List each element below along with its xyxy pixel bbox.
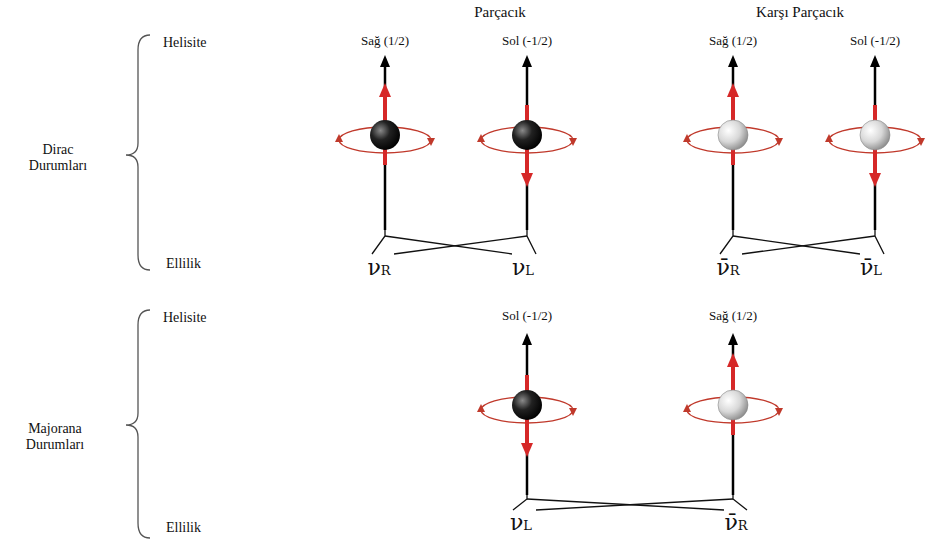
- chirality-line: [720, 230, 733, 254]
- particle-ball: [370, 120, 400, 150]
- particle-figure: [477, 55, 577, 230]
- rotation-arrowhead: [775, 408, 783, 416]
- axis-label: Ellilik: [166, 256, 201, 272]
- chirality-line: [733, 495, 747, 510]
- chirality-line: [733, 236, 860, 254]
- helicity-label: Sol (-1/2): [502, 34, 552, 49]
- rotation-arrowhead: [335, 134, 343, 142]
- neutrino-symbol: ν̄L: [860, 255, 882, 281]
- helicity-label: Sağ (1/2): [361, 34, 409, 49]
- curly-brace: [126, 35, 150, 270]
- axis-label: Ellilik: [166, 520, 201, 536]
- rotation-arrowhead: [427, 138, 435, 146]
- curly-brace: [126, 310, 150, 538]
- helicity-label: Sol (-1/2): [502, 309, 552, 324]
- momentum-arrowhead: [380, 55, 390, 67]
- momentum-arrowhead: [728, 333, 738, 345]
- rotation-arrowhead: [683, 404, 691, 412]
- chirality-line: [385, 236, 512, 254]
- chirality-line: [527, 230, 536, 254]
- particle-figure: [335, 55, 435, 230]
- column-heading: Karşı Parçacık: [756, 4, 844, 21]
- rotation-arrowhead: [569, 138, 577, 146]
- spin-arrowhead: [727, 83, 739, 97]
- spin-arrowhead: [379, 83, 391, 97]
- momentum-arrowhead: [522, 55, 532, 67]
- antiparticle-ball: [860, 120, 890, 150]
- rotation-arrowhead: [825, 134, 833, 142]
- momentum-arrowhead: [870, 55, 880, 67]
- antiparticle-figure: [683, 333, 783, 495]
- chirality-line: [372, 230, 385, 254]
- spin-arrowhead: [727, 353, 739, 367]
- rotation-arrowhead: [569, 408, 577, 416]
- rotation-arrowhead: [917, 138, 925, 146]
- spin-arrowhead: [521, 443, 533, 457]
- axis-label: Helisite: [163, 310, 207, 326]
- momentum-arrowhead: [728, 55, 738, 67]
- column-heading: Parçacık: [474, 4, 526, 21]
- chirality-line: [536, 499, 733, 510]
- chirality-line: [742, 236, 875, 254]
- spin-arrowhead: [869, 173, 881, 187]
- particle-ball: [512, 120, 542, 150]
- rotation-arrowhead: [477, 404, 485, 412]
- antiparticle-ball: [718, 390, 748, 420]
- rotation-arrowhead: [683, 134, 691, 142]
- chirality-line: [394, 236, 527, 254]
- chirality-lines: [513, 495, 747, 510]
- group-label: Dirac Durumları: [18, 142, 98, 174]
- chirality-line: [513, 495, 527, 510]
- antiparticle-ball: [718, 120, 748, 150]
- chirality-lines: [372, 230, 884, 254]
- neutrino-symbol: ν̄R: [716, 255, 739, 281]
- neutrino-symbol: ν̄R: [724, 510, 747, 536]
- particle-ball: [512, 390, 542, 420]
- neutrino-symbol: νR: [367, 255, 390, 281]
- rotation-arrowhead: [477, 134, 485, 142]
- momentum-arrowhead: [522, 333, 532, 345]
- particle-figure: [477, 333, 577, 495]
- axis-label: Helisite: [163, 35, 207, 51]
- antiparticle-figure: [683, 55, 783, 230]
- helicity-label: Sol (-1/2): [850, 34, 900, 49]
- neutrino-symbol: νL: [512, 255, 534, 281]
- neutrino-symbol: νL: [510, 510, 532, 536]
- helicity-label: Sağ (1/2): [709, 309, 757, 324]
- spin-arrowhead: [521, 173, 533, 187]
- rotation-arrowhead: [775, 138, 783, 146]
- antiparticle-figure: [825, 55, 925, 230]
- helicity-label: Sağ (1/2): [709, 34, 757, 49]
- chirality-line: [875, 230, 884, 254]
- group-label: Majorana Durumları: [13, 421, 97, 453]
